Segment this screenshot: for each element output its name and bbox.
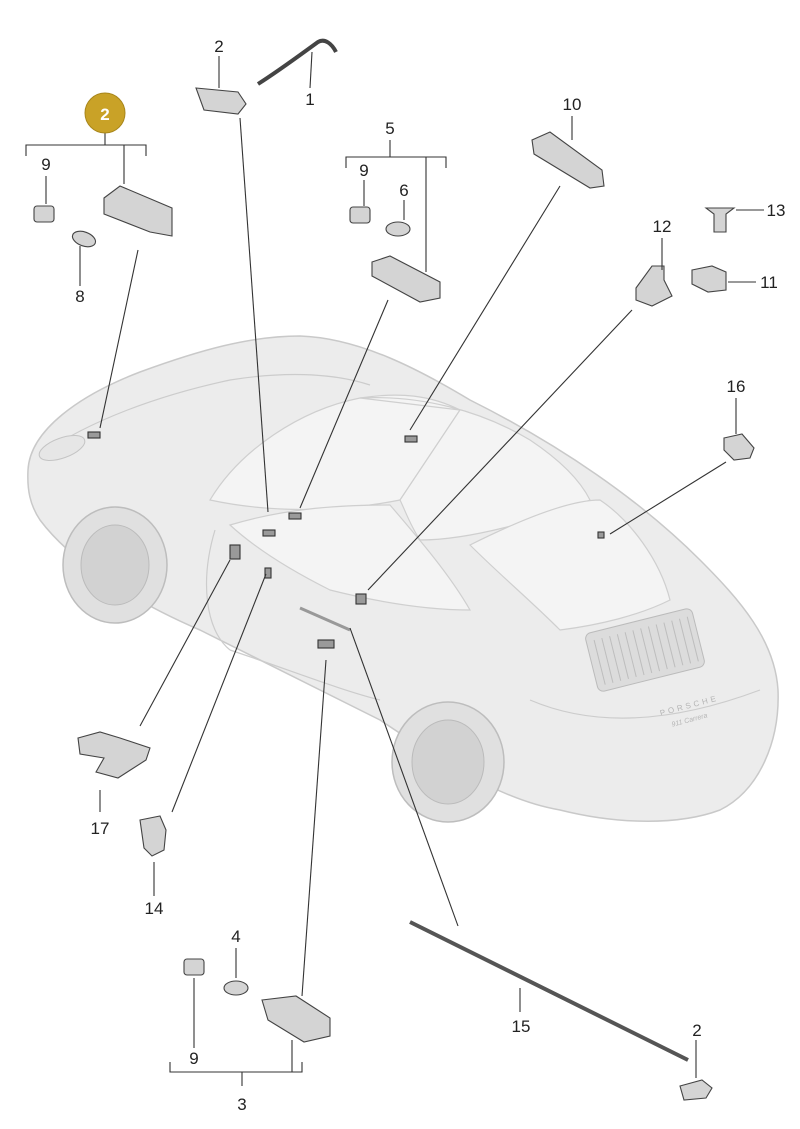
part-12-bracket	[635, 265, 673, 307]
label-4: 4	[231, 927, 240, 946]
part-3-door-lamp	[261, 995, 331, 1043]
engine-grille	[585, 608, 705, 692]
spot-roof-light	[404, 435, 418, 443]
label-12: 12	[653, 217, 672, 236]
leader-lines	[45, 51, 764, 1078]
car-illustration: PORSCHE 911 Carrera	[27, 335, 779, 823]
spot-door-light	[317, 639, 335, 649]
part-2-connector-bottom	[679, 1079, 713, 1101]
part-9-socket-bottom	[183, 958, 205, 976]
part-9-socket-middle	[349, 206, 371, 224]
label-3: 3	[237, 1095, 246, 1114]
side-window	[228, 504, 472, 611]
part-13-clip	[704, 207, 736, 233]
part-17-footwell-lamp	[77, 731, 151, 779]
label-1: 1	[305, 90, 314, 109]
hood-line	[39, 373, 371, 456]
part-7-lamp-housing	[103, 185, 173, 237]
label-2-bottom: 2	[692, 1021, 701, 1040]
part-1-cable	[256, 38, 338, 86]
part-6-bulb	[385, 221, 411, 237]
part-9-socket-left	[33, 205, 55, 223]
label-17: 17	[91, 819, 110, 838]
part-15-light-strip	[409, 920, 689, 1062]
spot-switch	[264, 567, 272, 579]
spot-bracket	[355, 593, 367, 605]
label-7: 2	[100, 105, 109, 124]
label-14: 14	[145, 899, 164, 918]
group-brackets	[25, 132, 447, 1086]
headlight	[38, 435, 86, 461]
spot-footwell-light	[229, 544, 241, 560]
spot-frunk-light	[87, 431, 101, 439]
front-rim	[80, 524, 150, 606]
part-10-roof-lamp	[531, 131, 605, 189]
part-labels: 1 2 2 3 4 5 6 8 9 9 9 10 11 12 13 14 15 …	[41, 37, 785, 1114]
rear-rim	[411, 719, 485, 805]
label-10: 10	[563, 95, 582, 114]
label-16: 16	[727, 377, 746, 396]
spot-rear-light	[597, 531, 605, 539]
part-5-interior-lamp	[371, 255, 441, 303]
bracket-group-5	[345, 140, 447, 272]
parts	[33, 38, 755, 1101]
part-11-switch	[691, 265, 727, 293]
bracket-group-7	[25, 132, 147, 184]
label-15: 15	[512, 1017, 531, 1036]
tail-line	[529, 689, 761, 719]
spot-interior-light	[288, 512, 302, 520]
label-9-middle: 9	[359, 161, 368, 180]
bracket-group-3	[169, 1040, 303, 1086]
grille-slats	[593, 616, 699, 685]
part-4-bulb	[223, 980, 249, 996]
part-2-connector	[195, 87, 247, 115]
label-2-top: 2	[214, 37, 223, 56]
highlight-circle-7	[84, 92, 126, 134]
label-6: 6	[399, 181, 408, 200]
label-9-left: 9	[41, 155, 50, 174]
label-5: 5	[385, 119, 394, 138]
label-13: 13	[767, 201, 786, 220]
rear-window	[468, 499, 671, 631]
spot-door-strip	[299, 606, 351, 632]
part-16-sensor	[723, 433, 755, 461]
label-9-bottom: 9	[189, 1049, 198, 1068]
part-14-connector	[139, 815, 167, 857]
part-8-bulb	[71, 230, 97, 248]
label-11: 11	[760, 273, 778, 292]
label-8: 8	[75, 287, 84, 306]
spot-reading-light	[262, 529, 276, 537]
